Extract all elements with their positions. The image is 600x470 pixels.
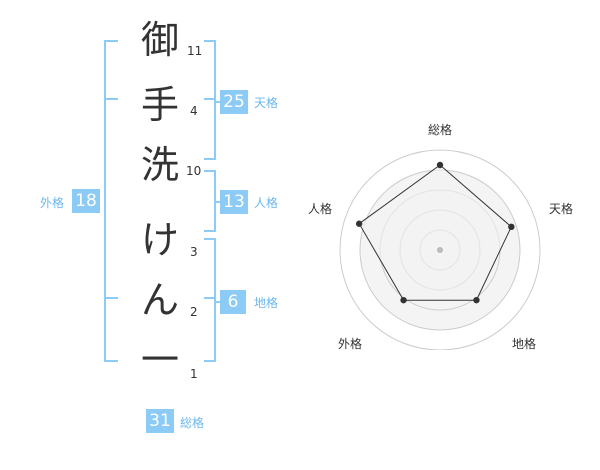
stroke-count-4: 3	[190, 245, 198, 259]
gaikaku-tick-lower	[104, 297, 118, 299]
radar-axis-jinkaku: 人格	[307, 202, 332, 216]
gaikaku-bracket	[104, 40, 118, 362]
radar-ring	[339, 149, 541, 350]
radar-point-3	[473, 296, 480, 304]
stroke-count-5: 2	[190, 305, 198, 319]
name-char-2: 手	[140, 83, 179, 127]
radar-axis-gaikaku: 外格	[337, 337, 362, 351]
radar-chart	[339, 149, 541, 350]
name-char-3: 洗	[140, 143, 179, 187]
tenkaku-label: 天格	[254, 96, 279, 110]
soukaku-label: 総格	[180, 416, 205, 430]
stroke-count-3: 10	[186, 164, 202, 178]
name-char-5: ん	[140, 278, 179, 322]
jinkaku-label: 人格	[254, 196, 279, 210]
radar-point-2	[508, 223, 515, 231]
radar-center-dot	[437, 247, 443, 253]
soukaku-value-badge: 31	[146, 409, 174, 433]
chikaku-connector	[214, 301, 221, 303]
gaikaku-tick-upper	[104, 98, 118, 100]
chikaku-label: 地格	[254, 296, 279, 310]
radar-polygon	[358, 164, 512, 301]
chikaku-value-badge: 6	[220, 290, 246, 314]
radar-points	[355, 161, 515, 304]
stroke-count-1: 11	[187, 44, 203, 58]
radar-point-4	[400, 296, 407, 304]
stroke-count-2: 4	[190, 104, 198, 118]
radar-axis-soukaku: 総格	[427, 123, 452, 137]
tenkaku-tick	[204, 98, 216, 100]
tenkaku-connector	[214, 101, 221, 103]
name-char-6: 一	[140, 338, 179, 382]
name-char-1: 御	[140, 18, 179, 62]
gaikaku-value-badge: 18	[72, 189, 100, 213]
radar-point-5	[355, 220, 363, 227]
tenkaku-bracket	[204, 40, 216, 160]
chikaku-bracket	[204, 238, 216, 362]
radar-axis-tenkaku: 天格	[548, 202, 573, 216]
stroke-count-6: 1	[190, 367, 198, 381]
jinkaku-connector	[214, 201, 221, 203]
radar-point-1	[436, 161, 444, 169]
name-char-4: け	[140, 218, 179, 262]
jinkaku-value-badge: 13	[220, 190, 248, 214]
radar-axis-chikaku: 地格	[511, 337, 536, 351]
chikaku-tick	[204, 297, 216, 299]
tenkaku-value-badge: 25	[220, 90, 248, 114]
gaikaku-label: 外格	[40, 196, 65, 210]
